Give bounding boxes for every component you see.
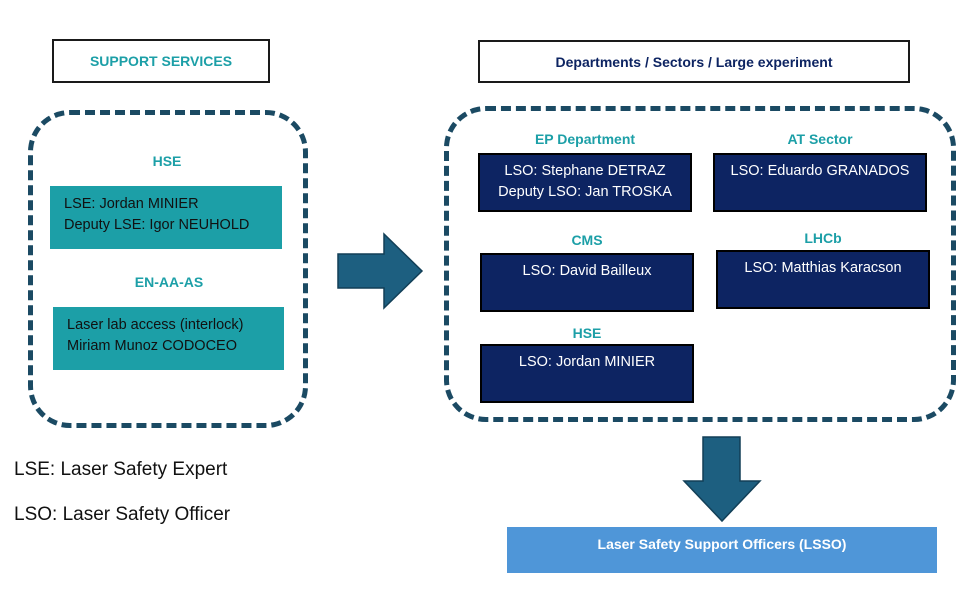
departments-header-text: Departments / Sectors / Large experiment bbox=[555, 53, 833, 70]
support-hse-box: LSE: Jordan MINIER Deputy LSE: Igor NEUH… bbox=[50, 186, 282, 249]
lhcb-title: LHCb bbox=[804, 230, 842, 246]
at-box: LSO: Eduardo GRANADOS bbox=[713, 153, 927, 212]
ep-line2: Deputy LSO: Jan TROSKA bbox=[498, 184, 672, 200]
lhcb-box: LSO: Matthias Karacson bbox=[716, 250, 930, 309]
legend-lso: LSO: Laser Safety Officer bbox=[14, 504, 231, 525]
at-title: AT Sector bbox=[787, 131, 853, 147]
ep-box: LSO: Stephane DETRAZ Deputy LSO: Jan TRO… bbox=[478, 153, 692, 212]
support-en-line1: Laser lab access (interlock) bbox=[67, 317, 244, 333]
cms-title: CMS bbox=[571, 232, 603, 248]
down-arrow-icon bbox=[682, 436, 762, 523]
lsso-label: Laser Safety Support Officers (LSSO) bbox=[597, 536, 847, 552]
support-services-group bbox=[28, 110, 308, 428]
dept-hse-box: LSO: Jordan MINIER bbox=[480, 344, 694, 403]
cms-box: LSO: David Bailleux bbox=[480, 253, 694, 312]
lsso-box: Laser Safety Support Officers (LSSO) bbox=[507, 527, 937, 573]
support-services-header-text: SUPPORT SERVICES bbox=[89, 53, 233, 69]
departments-group bbox=[444, 106, 956, 422]
at-line1: LSO: Eduardo GRANADOS bbox=[730, 163, 910, 179]
support-en-line2: Miriam Munoz CODOCEO bbox=[67, 338, 237, 354]
legend-lse: LSE: Laser Safety Expert bbox=[14, 459, 228, 480]
support-services-header: SUPPORT SERVICES bbox=[52, 39, 270, 83]
dept-hse-line1: LSO: Jordan MINIER bbox=[518, 354, 656, 370]
cms-line1: LSO: David Bailleux bbox=[522, 263, 652, 279]
support-hse-line2: Deputy LSE: Igor NEUHOLD bbox=[64, 217, 250, 233]
lhcb-line1: LSO: Matthias Karacson bbox=[744, 260, 902, 276]
right-arrow-icon bbox=[337, 232, 424, 310]
support-en-box: Laser lab access (interlock) Miriam Muno… bbox=[53, 307, 284, 370]
support-hse-title: HSE bbox=[152, 153, 182, 169]
departments-header: Departments / Sectors / Large experiment bbox=[478, 40, 910, 83]
ep-line1: LSO: Stephane DETRAZ bbox=[504, 163, 666, 179]
ep-title: EP Department bbox=[534, 131, 636, 147]
dept-hse-title: HSE bbox=[572, 325, 602, 341]
support-en-title: EN-AA-AS bbox=[134, 274, 204, 290]
support-hse-line1: LSE: Jordan MINIER bbox=[64, 196, 199, 212]
